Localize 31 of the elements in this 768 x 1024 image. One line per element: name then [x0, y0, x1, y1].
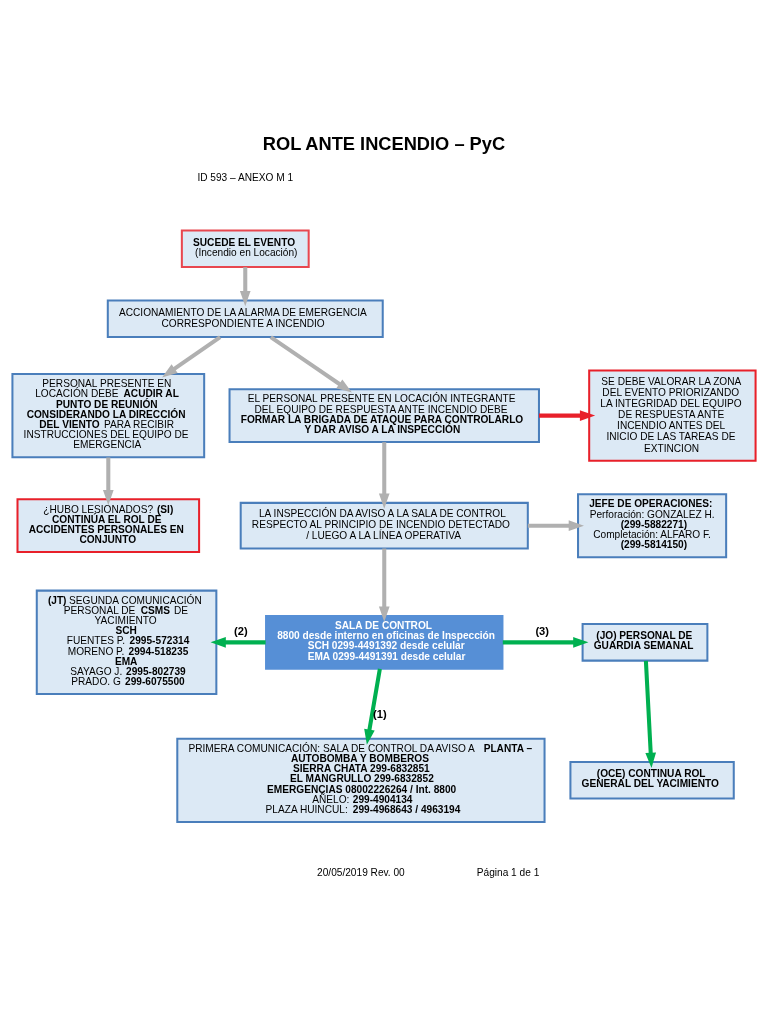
- node-box: (JO) PERSONAL DE GUARDIA SEMANAL: [581, 623, 709, 662]
- node-box: ACCIONAMIENTO DE LA ALARMA DE EMERGENCIA CORRESPONDIENTE A INCENDIO: [106, 299, 384, 338]
- node-box: JEFE DE OPERACIONES: Perforación: GONZALEZ H. (299-5882271) Completación: ALFARO F. (299-5814150): [577, 493, 728, 559]
- node-box: PRIMERA COMUNICACIÓN: SALA DE CONTROL DA AVISO A PLANTA – AUTOBOMBA Y BOMBEROS SIERRA CHATA 299-6832851 EL MANGRULLO 299-6832852 EMERGENCIAS 08002226264 / Int. 8800 AÑELO: 299-4904134 PLAZA HUINCUL: 299-4968643 / 4963194: [176, 737, 546, 823]
- arrow: [539, 410, 596, 421]
- label: Página 1 de 1: [476, 867, 540, 879]
- diagram-title: ROL ANTE INCENDIO – PyC: [262, 132, 506, 154]
- label: ID 593 – ANEXO M 1: [197, 172, 294, 184]
- arrow: [643, 660, 657, 769]
- arrow: [378, 442, 390, 509]
- arrow: [527, 520, 584, 532]
- arrow: [102, 457, 114, 506]
- arrow: [239, 267, 251, 307]
- node-box: SALA DE CONTROL 8800 desde interno en oficinas de Inspección SCH 0299-4491392 desde celular EMA 0299-4491391 desde celular: [265, 614, 504, 670]
- label: 20/05/2019 Rev. 00: [317, 867, 405, 879]
- arrow: [269, 335, 352, 393]
- node-box: (OCE) CONTINUA ROL GENERAL DEL YACIMIENTO: [569, 761, 735, 800]
- arrow: [502, 637, 589, 648]
- node-box: ¿HUBO LESIONADOS? (SI) CONTINÚA EL ROL DE ACCIDENTES PERSONALES EN CONJUNTO: [16, 498, 201, 554]
- arrow: [364, 668, 382, 745]
- node-box: SUCEDE EL EVENTO (Incendio en Locación): [180, 229, 310, 268]
- edge-label: (2): [234, 625, 248, 638]
- edge-label: (3): [535, 625, 550, 638]
- node-box: (JT) SEGUNDA COMUNICACIÓN PERSONAL DE CSMS DE YACIMIENTO SCH FUENTES P. 2995-572314 MORENO P. 2994-518235 EMA SAYAGO J. 2995-802739 PRADO. G 299-6075500: [35, 589, 218, 696]
- arrow: [378, 548, 390, 622]
- node-box: PERSONAL PRESENTE EN LOCACIÓN DEBE ACUDIR AL PUNTO DE REUNIÓN CONSIDERANDO LA DIRECCIÓN DEL VIENTO PARA RECIBIR INSTRUCCIONES DEL EQUIPO DE EMERGENCIA: [11, 373, 206, 459]
- arrow: [210, 637, 266, 648]
- arrow: [162, 335, 222, 378]
- node-box: EL PERSONAL PRESENTE EN LOCACIÓN INTEGRANTE DEL EQUIPO DE RESPUESTA ANTE INCENDIO DEBE FORMAR LA BRIGADA DE ATAQUE PARA CONTROLARLO Y DAR AVISO A LA INSPECCIÓN: [228, 388, 540, 443]
- node-box: SE DEBE VALORAR LA ZONA DEL EVENTO PRIORIZANDO LA INTEGRIDAD DEL EQUIPO DE RESPUESTA ANTE INCENDIO ANTES DEL INICIO DE LAS TAREAS DE EXTINCION: [588, 369, 757, 462]
- node-box: LA INSPECCIÓN DA AVISO A LA SALA DE CONTROL RESPECTO AL PRINCIPIO DE INCENDIO DETECTADO / LUEGO A LA LÍNEA OPERATIVA: [239, 501, 529, 550]
